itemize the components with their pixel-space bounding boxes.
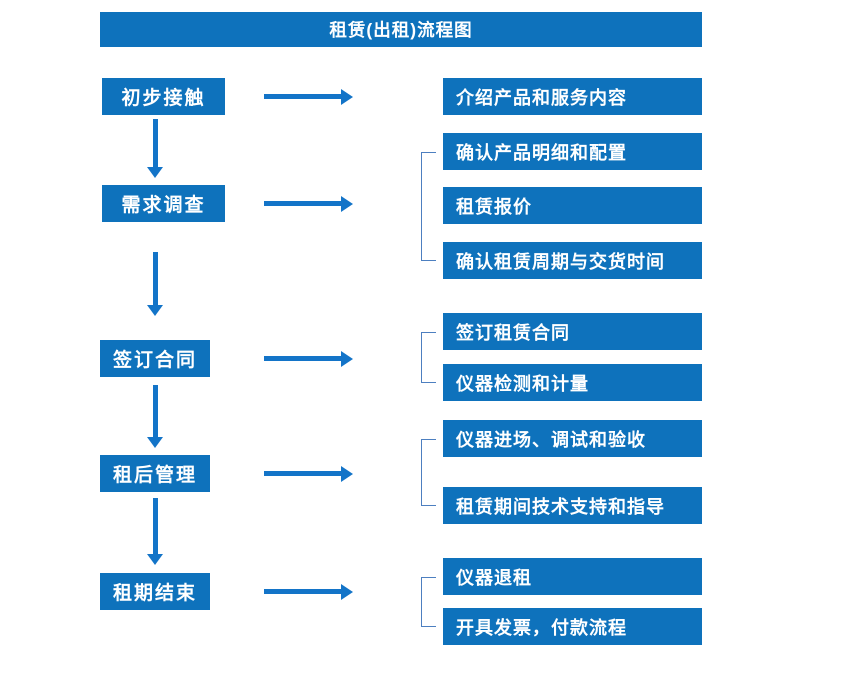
group-bracket-2: [421, 152, 436, 261]
detail-box-4-2: 租赁期间技术支持和指导: [443, 487, 702, 524]
down-arrow-2: [147, 252, 163, 316]
step-box-1: 初步接触: [102, 78, 225, 115]
title-bar: 租赁(出租)流程图: [100, 12, 702, 47]
group-bracket-3: [421, 332, 436, 383]
detail-box-5-2: 开具发票，付款流程: [443, 608, 702, 645]
right-arrow-5: [264, 583, 353, 600]
detail-box-3-2: 仪器检测和计量: [443, 364, 702, 401]
page-title: 租赁(出租)流程图: [329, 20, 473, 40]
right-arrow-2: [264, 195, 353, 212]
right-arrow-3: [264, 350, 353, 367]
step-box-5: 租期结束: [100, 573, 210, 610]
detail-box-5-1: 仪器退租: [443, 558, 702, 595]
step-box-3: 签订合同: [100, 340, 210, 377]
detail-box-1-1: 介绍产品和服务内容: [443, 78, 702, 115]
down-arrow-1: [147, 119, 163, 178]
right-arrow-4: [264, 465, 353, 482]
step-box-4: 租后管理: [100, 455, 210, 492]
detail-box-4-1: 仪器进场、调试和验收: [443, 420, 702, 457]
right-arrow-1: [264, 88, 353, 105]
group-bracket-4: [421, 439, 436, 506]
detail-box-3-1: 签订租赁合同: [443, 313, 702, 350]
group-bracket-5: [421, 577, 436, 627]
down-arrow-4: [147, 498, 163, 565]
step-box-2: 需求调查: [102, 185, 225, 222]
detail-box-2-3: 确认租赁周期与交货时间: [443, 242, 702, 279]
detail-box-2-1: 确认产品明细和配置: [443, 133, 702, 170]
detail-box-2-2: 租赁报价: [443, 187, 702, 224]
down-arrow-3: [147, 385, 163, 448]
